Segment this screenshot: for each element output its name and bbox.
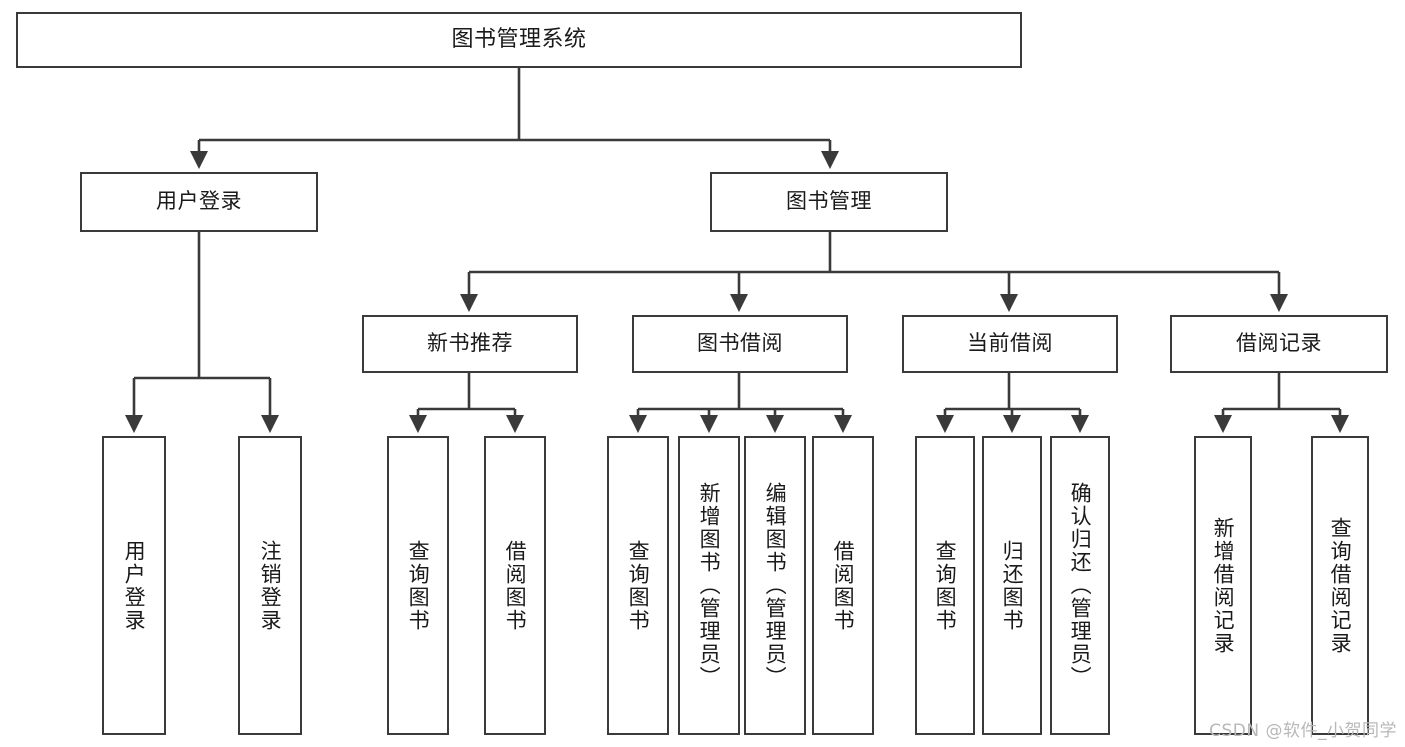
watermark: CSDN @软件_小贺同学 — [1209, 721, 1397, 741]
node-leaf-label: 编辑图书（管理员） — [763, 482, 788, 689]
node-leaf-label: 新增图书（管理员） — [697, 482, 722, 689]
node-leaf-0-用户登录[interactable]: 用户登录 — [102, 436, 166, 735]
node-leaf-label: 查询借阅记录 — [1328, 516, 1353, 655]
node-leaf-1-注销登录[interactable]: 注销登录 — [238, 436, 302, 735]
node-leaf-label: 确认归还（管理员） — [1068, 482, 1093, 689]
node-level2-label: 用户登录 — [156, 189, 242, 214]
node-leaf-12-查询借阅记录[interactable]: 查询借阅记录 — [1311, 436, 1369, 735]
node-leaf-11-新增借阅记录[interactable]: 新增借阅记录 — [1194, 436, 1252, 735]
node-leaf-3-借阅图书[interactable]: 借阅图书 — [484, 436, 546, 735]
node-level3-3-借阅记录[interactable]: 借阅记录 — [1170, 315, 1388, 373]
node-root-label: 图书管理系统 — [451, 26, 587, 52]
node-level3-label: 借阅记录 — [1236, 331, 1322, 356]
node-leaf-label: 借阅图书 — [503, 539, 528, 632]
node-level2-1-图书管理[interactable]: 图书管理 — [710, 172, 948, 232]
node-leaf-label: 查询图书 — [626, 539, 651, 632]
node-leaf-8-查询图书[interactable]: 查询图书 — [915, 436, 975, 735]
node-root[interactable]: 图书管理系统 — [16, 12, 1022, 68]
node-leaf-9-归还图书[interactable]: 归还图书 — [982, 436, 1042, 735]
node-leaf-5-新增图书管理员[interactable]: 新增图书（管理员） — [678, 436, 740, 735]
node-level3-1-图书借阅[interactable]: 图书借阅 — [632, 315, 848, 373]
node-leaf-label: 查询图书 — [406, 539, 431, 632]
node-leaf-label: 新增借阅记录 — [1211, 516, 1236, 655]
node-level2-0-用户登录[interactable]: 用户登录 — [80, 172, 318, 232]
node-leaf-label: 查询图书 — [933, 539, 958, 632]
node-leaf-label: 借阅图书 — [831, 539, 856, 632]
node-level3-label: 图书借阅 — [697, 331, 783, 356]
node-leaf-7-借阅图书[interactable]: 借阅图书 — [812, 436, 874, 735]
node-level3-2-当前借阅[interactable]: 当前借阅 — [902, 315, 1118, 373]
node-leaf-label: 用户登录 — [122, 539, 147, 632]
node-leaf-6-编辑图书管理员[interactable]: 编辑图书（管理员） — [744, 436, 806, 735]
node-leaf-10-确认归还管理员[interactable]: 确认归还（管理员） — [1050, 436, 1110, 735]
node-leaf-4-查询图书[interactable]: 查询图书 — [607, 436, 669, 735]
node-leaf-label: 归还图书 — [1000, 539, 1025, 632]
node-level2-label: 图书管理 — [786, 189, 872, 214]
node-level3-label: 当前借阅 — [967, 331, 1053, 356]
node-level3-0-新书推荐[interactable]: 新书推荐 — [362, 315, 578, 373]
node-leaf-2-查询图书[interactable]: 查询图书 — [387, 436, 449, 735]
node-leaf-label: 注销登录 — [258, 539, 283, 632]
node-level3-label: 新书推荐 — [427, 331, 513, 356]
